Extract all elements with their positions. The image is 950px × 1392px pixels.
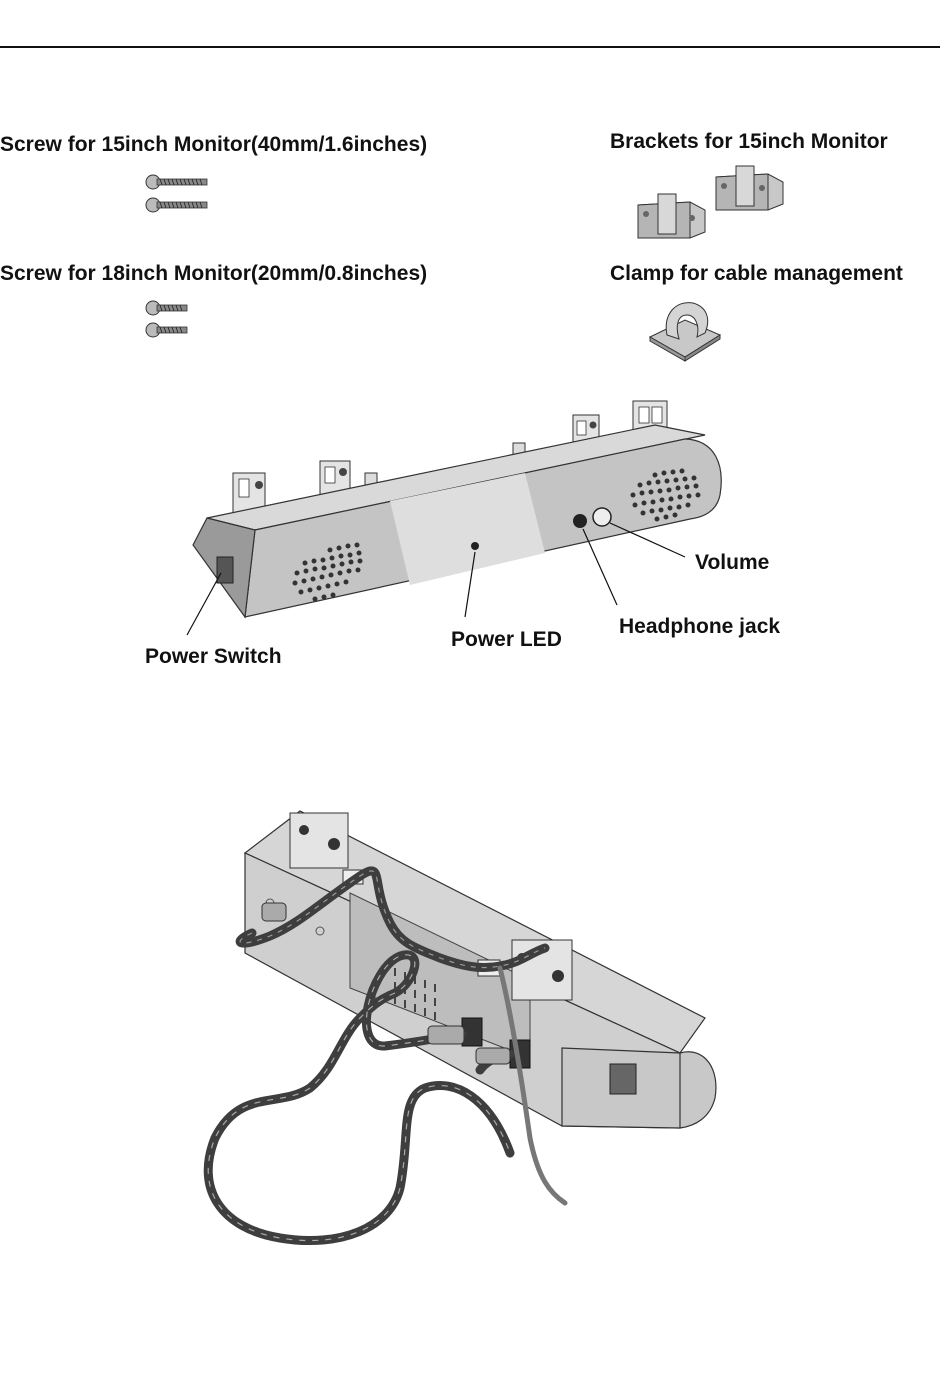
power-switch-icon bbox=[217, 557, 233, 583]
short-screws-illustration bbox=[140, 296, 200, 341]
headphone-jack-callout: Headphone jack bbox=[619, 615, 780, 639]
bracket-icon bbox=[716, 166, 783, 210]
clamp-illustration bbox=[645, 295, 730, 365]
clamp-icon bbox=[650, 303, 720, 361]
connector-plug-icon bbox=[262, 903, 286, 921]
brackets-illustration bbox=[630, 170, 800, 250]
speaker-rear-illustration bbox=[200, 808, 725, 1293]
speaker-front-illustration bbox=[185, 395, 730, 630]
connector-plug-icon bbox=[428, 1026, 464, 1044]
screw-18-label: Screw for 18inch Monitor(20mm/0.8inches) bbox=[0, 262, 427, 286]
power-led-icon bbox=[471, 542, 479, 550]
volume-knob-icon bbox=[593, 508, 611, 526]
screw-15-label: Screw for 15inch Monitor(40mm/1.6inches) bbox=[0, 133, 427, 157]
power-switch-callout: Power Switch bbox=[145, 645, 282, 669]
long-screw-icon bbox=[146, 198, 207, 212]
rear-power-switch-icon bbox=[610, 1064, 636, 1094]
bracket-icon bbox=[638, 194, 705, 238]
clamp-label: Clamp for cable management bbox=[610, 262, 903, 286]
connector-plug-icon bbox=[476, 1048, 510, 1064]
short-screw-icon bbox=[146, 301, 187, 315]
long-screws-illustration bbox=[140, 170, 220, 215]
long-screw-icon bbox=[146, 175, 207, 189]
headphone-jack-icon bbox=[573, 514, 587, 528]
top-rule bbox=[0, 46, 940, 48]
volume-callout: Volume bbox=[695, 551, 769, 575]
brackets-15-label: Brackets for 15inch Monitor bbox=[610, 130, 888, 154]
short-screw-icon bbox=[146, 323, 187, 337]
rear-bracket-icon bbox=[290, 813, 348, 868]
power-led-callout: Power LED bbox=[451, 628, 562, 652]
